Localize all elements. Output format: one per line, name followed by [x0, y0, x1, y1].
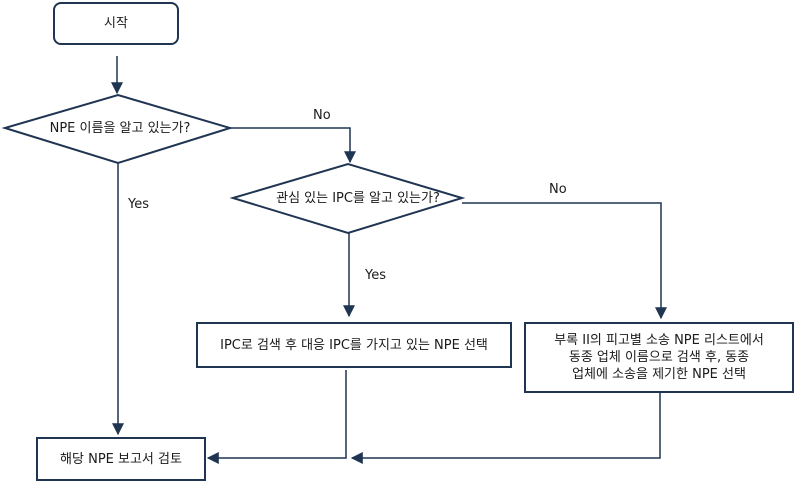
start-label: 시작 [104, 16, 128, 31]
edge-decision2-no [462, 202, 667, 320]
end-review-node: 해당 NPE 보고서 검토 [36, 437, 206, 481]
edge-label-no-1: No [313, 108, 331, 123]
decision-ipc-label: 관심 있는 IPC를 알고 있는가? [276, 190, 440, 206]
edge-label-no-2: No [549, 182, 567, 197]
edge-ipc-to-review [206, 370, 347, 464]
process-ipc-search: IPC로 검색 후 대응 IPC를 가지고 있는 NPE 선택 [196, 322, 512, 368]
edge-decision1-no [230, 127, 356, 164]
process-appendix-label: 부록 II의 피고별 소송 NPE 리스트에서 동종 업체 이름으로 검색 후,… [554, 333, 764, 382]
process-appendix: 부록 II의 피고별 소송 NPE 리스트에서 동종 업체 이름으로 검색 후,… [524, 322, 794, 393]
edge-label-yes-2: Yes [365, 268, 386, 283]
decision-npe-name-label: NPE 이름을 알고 있는가? [49, 120, 191, 136]
edge-label-yes-1: Yes [128, 197, 149, 212]
process-ipc-search-label: IPC로 검색 후 대응 IPC를 가지고 있는 NPE 선택 [220, 337, 488, 353]
end-review-label: 해당 NPE 보고서 검토 [60, 451, 182, 467]
decision-ipc-shape [229, 162, 466, 235]
start-node: 시작 [53, 2, 179, 45]
edge-appendix-to-review [350, 393, 661, 464]
